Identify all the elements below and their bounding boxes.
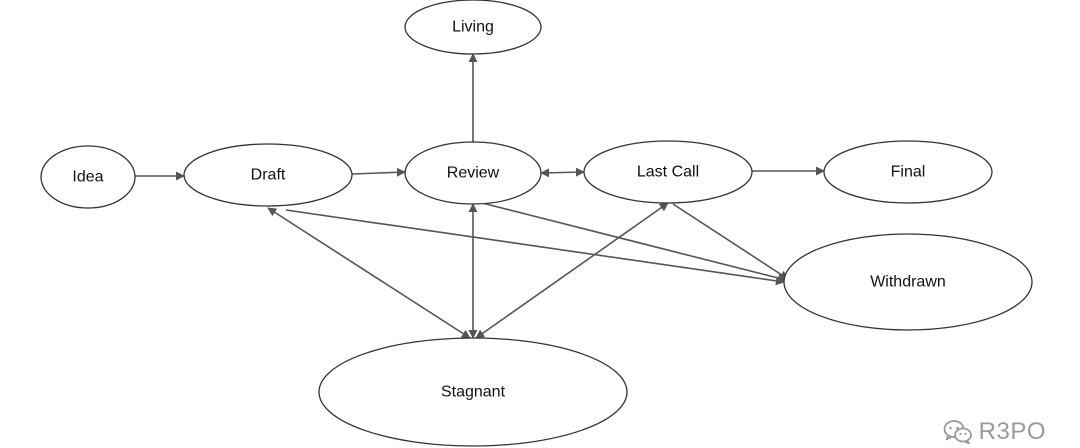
node-living-label: Living xyxy=(452,19,494,36)
watermark-text: R3PO xyxy=(978,418,1046,445)
node-withdrawn-label: Withdrawn xyxy=(870,274,946,291)
node-last-call-shape xyxy=(583,140,753,204)
node-living-shape xyxy=(404,0,542,55)
edges-layer xyxy=(135,53,825,339)
node-draft-shape xyxy=(183,143,353,207)
node-living[interactable]: Living xyxy=(404,0,542,55)
node-review-shape xyxy=(404,141,542,205)
node-withdrawn[interactable]: Withdrawn xyxy=(783,233,1033,331)
node-draft-label: Draft xyxy=(251,167,286,184)
node-final[interactable]: Final xyxy=(823,140,993,204)
edge-review-to-lastcall xyxy=(540,167,585,178)
node-review-label: Review xyxy=(447,165,500,182)
node-last-call-label: Last Call xyxy=(637,164,699,181)
edge-review-to-withdrawn xyxy=(481,202,787,283)
node-stagnant-shape xyxy=(318,337,628,447)
node-stagnant[interactable]: Stagnant xyxy=(318,337,628,447)
edge-draft-to-stagnant xyxy=(267,207,471,339)
edge-draft-to-review xyxy=(351,167,406,177)
node-stagnant-label: Stagnant xyxy=(441,384,506,401)
edge-lastcall-to-withdrawn xyxy=(672,203,789,280)
node-withdrawn-shape xyxy=(783,233,1033,331)
node-final-label: Final xyxy=(891,164,926,181)
node-draft[interactable]: Draft xyxy=(183,143,353,207)
node-last-call[interactable]: Last Call xyxy=(583,140,753,204)
nodes-layer: Idea Draft Review Living Last Call Final… xyxy=(40,0,1033,447)
wechat-icon xyxy=(943,420,972,445)
node-final-shape xyxy=(823,140,993,204)
edge-lastcall-to-stagnant xyxy=(475,202,669,339)
node-idea-shape xyxy=(40,145,136,209)
node-idea[interactable]: Idea xyxy=(40,145,136,209)
edge-draft-to-withdrawn xyxy=(285,209,785,286)
node-idea-label: Idea xyxy=(72,169,103,186)
watermark: R3PO xyxy=(943,418,1046,446)
node-review[interactable]: Review xyxy=(404,141,542,205)
